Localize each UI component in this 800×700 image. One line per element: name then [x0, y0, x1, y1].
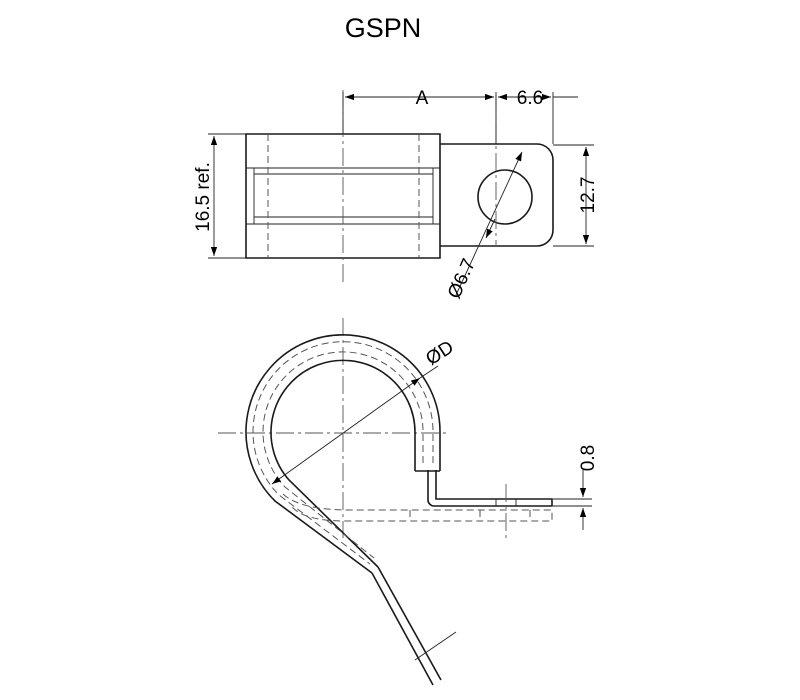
top-view: A 6.6 16.5 ref. 12.7 Ø6.7	[193, 88, 599, 302]
dim-label-bore-dia: ØD	[422, 337, 457, 370]
cushion-hidden-outer	[252, 341, 434, 565]
tab-hidden-inner	[409, 510, 531, 521]
dim-label-a: A	[416, 88, 429, 109]
dim-label-hole-dia: Ø6.7	[444, 256, 480, 302]
liner-inner-sides	[253, 168, 434, 224]
dim-line-bore-dia	[271, 377, 421, 485]
tab-hidden-position	[282, 493, 553, 522]
extension-lines-thickness	[553, 498, 592, 507]
tab-side-hole-lines	[495, 499, 517, 506]
dim-line-hole-dia-start	[485, 218, 496, 239]
dim-label-height: 16.5 ref.	[193, 162, 214, 232]
liner-groove-upper	[246, 167, 440, 175]
dim-label-thickness: 0.8	[578, 445, 599, 471]
tab-side-profile	[427, 470, 553, 507]
dim-label-tab-length: 6.6	[517, 88, 543, 109]
extension-lines-right	[553, 144, 594, 247]
clamp-outer-profile	[245, 334, 441, 574]
strap-tail	[371, 566, 442, 686]
dim-line-hole-dia	[455, 151, 523, 296]
extension-lines-top	[342, 92, 554, 144]
clamp-body-outline	[245, 133, 441, 259]
strap-tail-break	[414, 631, 457, 661]
extension-lines-left	[208, 133, 246, 259]
drawing-title: GSPN	[345, 13, 422, 43]
tab-hole	[477, 169, 533, 225]
dim-line-bore-dia-leader	[419, 365, 439, 379]
tab-outline	[440, 143, 554, 247]
dim-label-tab-width: 12.7	[578, 177, 599, 214]
side-view: ØD 0.8	[218, 318, 599, 686]
